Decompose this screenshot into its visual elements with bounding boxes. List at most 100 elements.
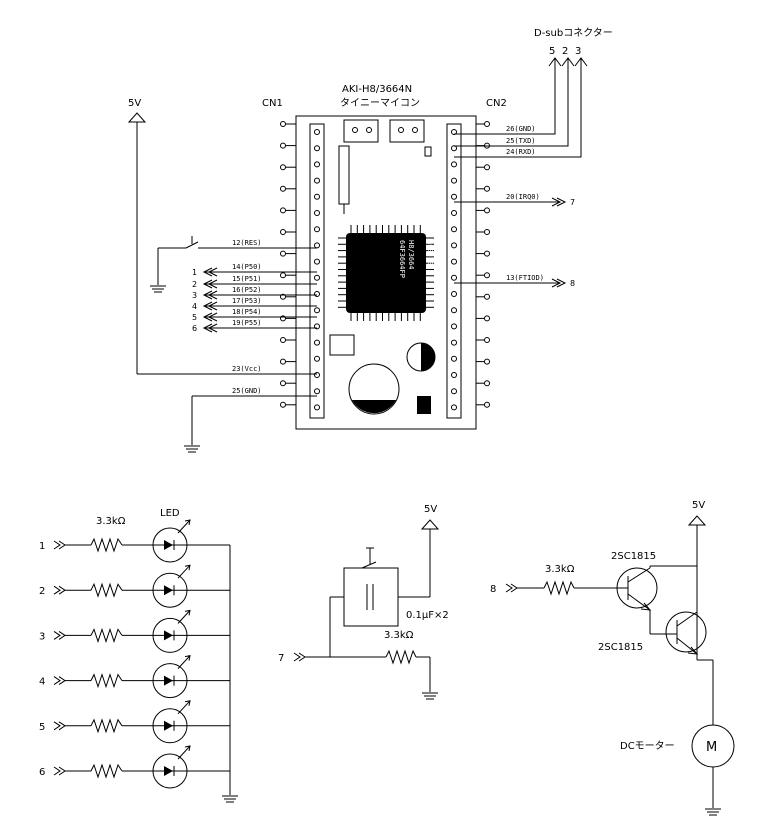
switch-5v-symbol — [420, 519, 440, 530]
cn1-header-pin — [314, 145, 320, 152]
motor-label: DCモーター — [620, 740, 675, 752]
ground-symbol-led — [222, 795, 238, 803]
power-jack — [389, 119, 425, 143]
cn2-net-label: 7 — [570, 198, 575, 207]
dsub-arrows — [548, 57, 588, 67]
capacitor-large — [348, 363, 400, 415]
cn2-pin-label: 24(RXD) — [506, 148, 536, 156]
reset-switch — [185, 241, 199, 249]
led-input-label: 1 — [39, 541, 45, 552]
led-resistor — [90, 718, 123, 734]
dsub-pin-2: 2 — [562, 46, 568, 57]
cn1-net-label: 4 — [192, 302, 197, 311]
led-resistor — [90, 673, 123, 689]
motor-input-label: 8 — [490, 584, 496, 595]
cn2-header-pin — [451, 291, 457, 297]
dsub-pin-3: 3 — [575, 46, 581, 57]
cn1-header-pin — [314, 210, 320, 216]
cn2-header-pin — [451, 242, 457, 249]
led-resistor — [90, 537, 123, 553]
net-arrow — [202, 301, 218, 311]
transistor1-label: 2SC1815 — [611, 551, 656, 562]
led-input-label: 5 — [39, 722, 45, 733]
ground-symbol-cn1 — [184, 445, 200, 453]
dsub-pin-5: 5 — [549, 46, 555, 57]
cn1-pad — [280, 229, 286, 235]
cn1-pad — [280, 293, 286, 300]
cn2-header-pin — [451, 388, 457, 395]
cn2-pad — [484, 380, 490, 387]
cn1-header-pin — [314, 339, 320, 346]
cn2-header-pin — [451, 258, 457, 265]
transistor-q1 — [616, 567, 658, 611]
cn2-pad — [484, 272, 490, 279]
cn1-header-pin — [314, 258, 320, 265]
cn2-pad — [484, 358, 490, 365]
dc-motor: M — [691, 724, 735, 768]
cap-label: 0.1μF×2 — [406, 610, 449, 621]
led-resistor-label: 3.3kΩ — [96, 516, 126, 527]
cn1-header-pin — [314, 161, 320, 168]
cn2-header-pin — [451, 372, 457, 378]
cn2-header-pin — [451, 161, 457, 168]
cn2-header-pin — [451, 355, 457, 362]
led-input-label: 4 — [39, 677, 45, 688]
cn1-pin-label: 25(GND) — [232, 387, 262, 395]
cn1-pad — [280, 272, 286, 279]
cn2-pad — [484, 229, 490, 235]
cn1-net-label: 3 — [192, 291, 197, 300]
cn1-header-pin — [314, 291, 320, 297]
cn1-pad — [280, 337, 286, 343]
cn1-header-pin — [314, 388, 320, 395]
cn2-header-pin — [451, 323, 457, 330]
cn1-header-pin — [314, 372, 320, 378]
cn1-pad — [280, 380, 286, 387]
cn2-pad — [484, 185, 490, 192]
switch-section: 5V 0.1μF×2 3.3kΩ 7 — [278, 504, 449, 700]
cn1-pad — [280, 164, 286, 171]
cn2-pad — [484, 207, 490, 214]
cn1-pad — [280, 250, 286, 257]
led-input-label: 6 — [39, 767, 45, 778]
crystal — [338, 145, 350, 205]
cn1-pad — [280, 401, 286, 408]
mcu-chip: 64F3664FP H8/3664 AQ0578 0033 JAPAN — [338, 225, 444, 321]
cn1-header-pin — [314, 307, 320, 314]
net-arrow — [202, 312, 218, 322]
cn2-header-pin — [451, 274, 457, 281]
led-indicator — [417, 396, 431, 414]
net-arrow — [202, 290, 218, 300]
cn2-header-pin — [451, 226, 457, 233]
switch-input-label: 7 — [278, 653, 284, 664]
dsub-title: D-subコネクター — [534, 27, 613, 39]
cn1-pin-label: 15(P51) — [232, 275, 262, 283]
cn2-pin-label: 26(GND) — [506, 125, 536, 133]
cn2-header-pin — [451, 177, 457, 184]
chip-line-4: 0033 JAPAN — [436, 240, 444, 282]
power-5v-symbol — [127, 112, 147, 123]
cn2-header-pin — [451, 193, 457, 200]
motor-5v-symbol — [687, 515, 707, 526]
cn1-pin-label: 19(P55) — [232, 319, 262, 327]
cn1-header-strip — [309, 123, 325, 419]
cn1-net-label: 2 — [192, 280, 197, 289]
ground-symbol-reset — [150, 285, 166, 293]
led-resistor — [90, 627, 123, 643]
switch-resistor — [385, 649, 417, 665]
cn1-pin-label: 17(P53) — [232, 297, 262, 305]
cn2-pad — [484, 164, 490, 171]
cn1-label: CN1 — [262, 98, 283, 109]
cn1-header-pin — [314, 226, 320, 233]
cn2-pad — [484, 121, 490, 127]
cn2-pin-label: 20(IRQ0) — [506, 193, 540, 201]
cn2-header-pin — [451, 339, 457, 346]
right-wiring: D-subコネクター 5 2 3 26(GND)25(TXD)24(RXD)20… — [454, 27, 613, 288]
cn2-pin-label: 13(FTIOD) — [506, 274, 544, 282]
left-wiring: 5V 12(RES)14(P50)115(P51)216(P52)317(P53… — [127, 98, 317, 453]
cn1-header-pin — [314, 355, 320, 362]
switch-resistor-label: 3.3kΩ — [384, 630, 414, 641]
board-subtitle: タイニーマイコン — [340, 97, 420, 109]
cn1-header-pin — [314, 242, 320, 249]
